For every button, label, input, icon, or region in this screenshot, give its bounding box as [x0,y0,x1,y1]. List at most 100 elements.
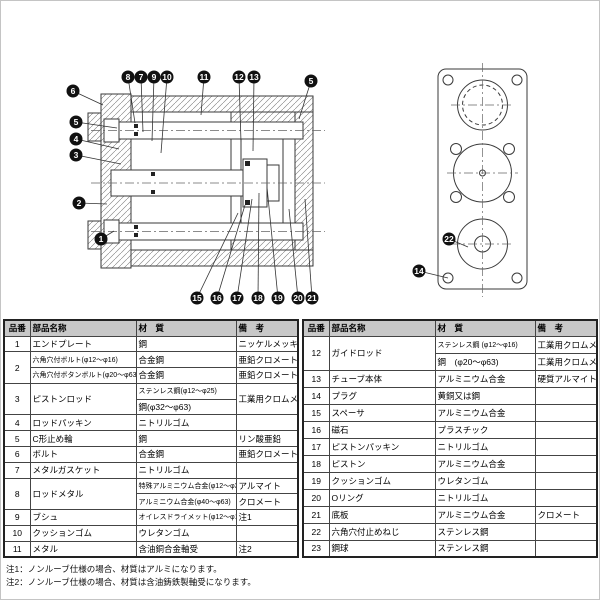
callout-number: 12 [234,72,244,82]
callout-balloon [232,70,246,84]
remark-cell [235,414,299,432]
material-cell: ステンレス鋼 [434,539,536,558]
material-cell: 特殊アルミニウム合金(φ12～φ32) [135,477,237,495]
material-cell: 黄銅又は鋼 [434,386,536,405]
remark-cell: 亜鉛クロメート [235,367,299,384]
remark-cell: 注1 [235,509,299,526]
header-row: 品番部品名称材 質備 考 [302,319,598,337]
callout-number: 11 [200,72,209,82]
part-no-cell: 20 [302,488,330,507]
part-name-cell: ブシュ [29,509,137,526]
callout-balloon [304,74,318,88]
callout-number: 17 [232,293,242,303]
callout-number: 20 [293,293,303,303]
callout-balloon [147,70,161,84]
remark-cell [534,454,598,473]
footnotes: 注1：ノンルーブ仕様の場合、材質はアルミになります。 注2：ノンルーブ仕様の場合… [1,558,599,589]
part-name-cell: 鋼球 [328,539,436,558]
part-no-cell: 19 [302,471,330,490]
part-name-cell: 磁石 [328,420,436,439]
callout-balloon [94,232,108,246]
remark-cell: 工業用クロムメッキ [534,352,598,371]
material-cell: ニトリルゴム [135,414,237,432]
callout-balloon [271,291,285,305]
part-no-cell: 22 [302,522,330,541]
remark-cell: リン酸亜鉛 [235,430,299,447]
remark-cell: 亜鉛クロメート [235,445,299,463]
part-no-cell: 7 [3,461,31,479]
part-name-cell: クッションゴム [29,524,137,542]
material-cell: 鋼 [135,430,237,447]
part-no-cell: 4 [3,414,31,432]
part-name-cell: クッションゴム [328,471,436,490]
part-no-cell: 11 [3,540,31,558]
callout-number: 3 [74,150,79,160]
material-cell: 合金鋼 [135,351,237,369]
callout-number: 19 [273,293,283,303]
callout-balloon [305,291,319,305]
callout-number: 13 [249,72,259,82]
callout-balloon [121,70,135,84]
part-no-cell: 6 [3,445,31,463]
part-name-cell: ピストン [328,454,436,473]
callout-number: 6 [71,86,76,96]
material-cell: 含油銅合金軸受 [135,540,237,558]
callout-balloon [190,291,204,305]
callout-balloon [72,196,86,210]
remark-cell: クロメート [534,505,598,524]
callout-number: 9 [152,72,157,82]
callout-balloon [66,84,80,98]
table-row: 六角穴付ボタンボルト(φ20～φ63)合金鋼亜鉛クロメート [4,367,299,384]
remark-cell [534,488,598,507]
material-cell: ニトリルゴム [434,437,536,456]
col-header: 品番 [302,319,330,337]
material-cell: ステンレス鋼 (φ12～φ16) [434,335,536,354]
callout-number: 16 [212,293,222,303]
remark-cell [534,522,598,541]
part-name-cell: メタルガスケット [29,461,137,479]
callout-balloon [210,291,224,305]
side-view [87,93,314,269]
end-view-centerlines [447,63,518,297]
part-no-cell: 21 [302,505,330,524]
footnote-1: 注1：ノンルーブ仕様の場合、材質はアルミになります。 [6,564,222,574]
remark-cell: 工業用クロムメッキ [534,335,598,354]
col-header: 備 考 [534,319,598,337]
header-row: 品番部品名称材 質備 考 [3,319,299,337]
part-name-cell: スペーサ [328,403,436,422]
callout-balloon [69,148,83,162]
footnote-2: 注2：ノンルーブ仕様の場合、材質は含油鋳鉄製軸受になります。 [6,577,256,588]
part-no-cell: 1 [3,335,31,353]
material-cell: プラスチック [434,420,536,439]
part-no-cell: 14 [302,386,330,405]
callout-number: 8 [126,72,131,82]
remark-cell: クロメート [235,493,299,511]
material-cell: アルミニウム合金 [434,403,536,422]
callout-number: 10 [162,72,172,82]
part-no-cell: 18 [302,454,330,473]
part-name-cell: 六角穴付ボタンボルト(φ20～φ63) [29,367,137,384]
part-no-cell: 12 [302,335,330,371]
material-cell: アルミニウム合金(φ40～φ63) [135,493,237,511]
table-row: 鋼(φ32～φ63) [4,398,298,416]
part-no-cell: 8 [3,477,31,511]
callout-balloon [69,115,83,129]
part-no-cell: 9 [3,509,31,526]
material-cell: アルミニウム合金 [434,369,536,388]
part-name-cell: メタル [29,540,137,558]
callout-balloon [247,70,261,84]
callout-number: 1 [99,234,104,244]
